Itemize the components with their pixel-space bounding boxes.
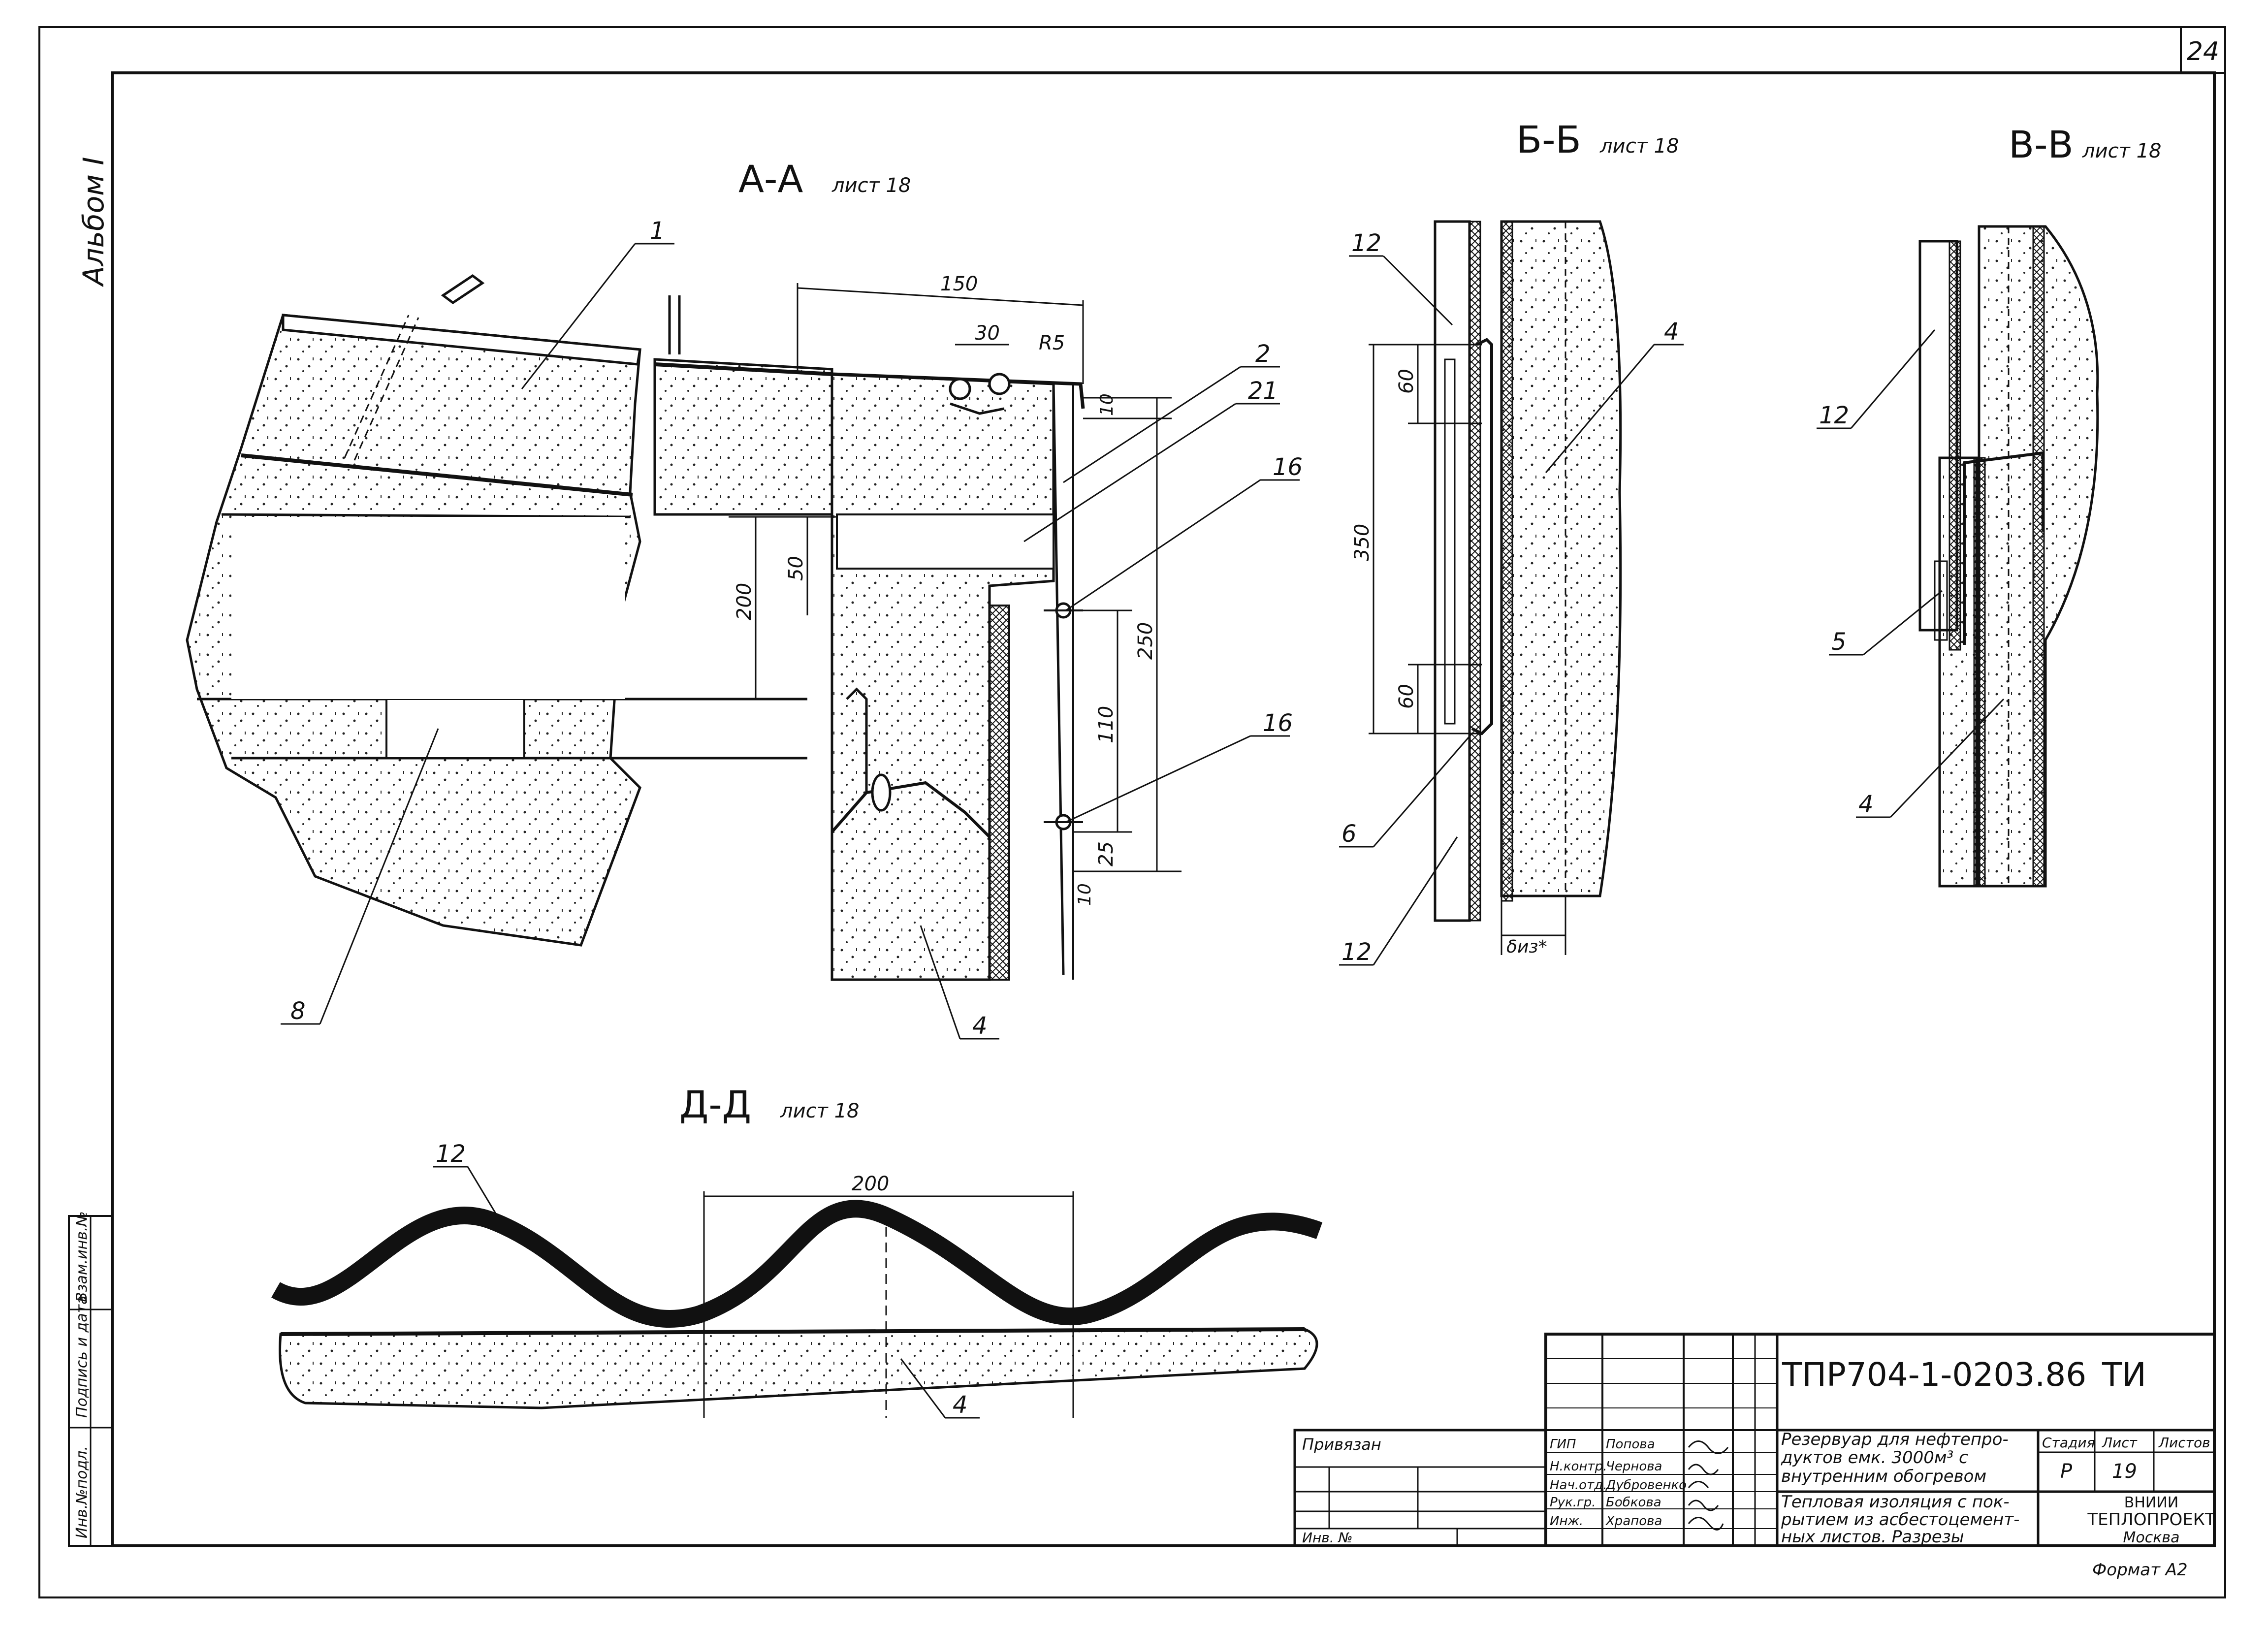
strip-inv-label: Инв.№подл. (73, 1446, 91, 1538)
name-1: Чернова (1606, 1459, 1662, 1474)
name-2: Дубровенко (1605, 1478, 1687, 1493)
format-label: Формат А2 (2092, 1560, 2188, 1580)
callout-bb-12b: 12 (1342, 938, 1372, 966)
left-strip: Инв.№подл. Подпись и дата Взам.инв.№ (68, 1211, 113, 1547)
page-number: 24 (2187, 37, 2219, 66)
dim-bb-60b: 60 (1395, 684, 1418, 709)
section-bb-ref: лист 18 (1599, 135, 1679, 158)
callout-aa-21: 21 (1248, 377, 1278, 405)
dim-aa-200: 200 (733, 583, 756, 620)
callout-aa-2: 2 (1255, 340, 1271, 368)
sheet-title-2: рытием из асбестоцемент- (1781, 1510, 2019, 1530)
doc-mark: ТИ (2102, 1356, 2146, 1394)
section-bb-title: Б-Б (1516, 118, 1581, 161)
dim-dd-200: 200 (852, 1173, 889, 1195)
inner-frame (111, 71, 2216, 1547)
object-title-1: Резервуар для нефтепро- (1781, 1430, 2009, 1449)
inv-label: Инв. № (1302, 1530, 1353, 1546)
section-aa: А-А лист 18 (186, 157, 1303, 1040)
section-vv-ref: лист 18 (2082, 140, 2161, 162)
dim-bb-60a: 60 (1395, 369, 1418, 394)
dim-aa-10b: 10 (1075, 883, 1095, 906)
org-3: Москва (2123, 1529, 2180, 1546)
album-label: Альбом I (77, 157, 110, 287)
sheets-label: Листов (2158, 1435, 2210, 1451)
section-bb: Б-Б лист 18 60 350 60 δиз* 12 4 6 12 (1339, 118, 1684, 966)
section-dd-title: Д-Д (679, 1083, 751, 1126)
callout-dd-12: 12 (436, 1140, 466, 1168)
callout-vv-5: 5 (1831, 628, 1847, 656)
dim-aa-10a: 10 (1097, 393, 1117, 416)
role-2: Нач.отд. (1550, 1478, 1607, 1493)
strip-replace-label: Взам.инв.№ (73, 1211, 91, 1302)
stage-label: Стадия (2042, 1435, 2095, 1451)
section-aa-ref: лист 18 (831, 174, 911, 197)
page-number-box (2180, 26, 2226, 74)
dim-aa-50: 50 (785, 556, 807, 581)
name-3: Бобкова (1606, 1495, 1661, 1510)
dim-aa-150: 150 (940, 273, 978, 295)
stage-value: Р (2060, 1460, 2073, 1483)
doc-code: ТПР704-1-0203.86 (1782, 1356, 2086, 1394)
sheet-title-3: ных листов. Разрезы (1781, 1527, 1964, 1547)
bound-label: Привязан (1302, 1435, 1381, 1454)
callout-vv-4: 4 (1858, 791, 1874, 818)
role-4: Инж. (1550, 1514, 1583, 1529)
org-2: ТЕПЛОПРОЕКТ (2087, 1510, 2215, 1530)
sheet-label: Лист (2102, 1435, 2138, 1451)
name-0: Попова (1606, 1437, 1655, 1452)
dim-aa-25: 25 (1095, 841, 1118, 866)
callout-aa-1: 1 (650, 217, 665, 245)
sheet-title-1: Тепловая изоляция с пок- (1781, 1492, 2010, 1512)
section-vv-title: В-В (2009, 123, 2074, 166)
role-0: ГИП (1550, 1437, 1576, 1452)
callout-aa-4: 4 (972, 1012, 988, 1040)
object-title-2: дуктов емк. 3000м³ с (1781, 1448, 1968, 1468)
dim-bb-350: 350 (1351, 524, 1374, 561)
outer-frame (38, 26, 2226, 1598)
callout-dd-4: 4 (953, 1391, 968, 1419)
signatures (1688, 1440, 1729, 1531)
callout-bb-6: 6 (1342, 820, 1357, 848)
dim-aa-30: 30 (975, 322, 1000, 345)
section-dd-ref: лист 18 (780, 1100, 859, 1122)
section-vv: В-В лист 18 12 5 4 (1817, 123, 2161, 888)
callout-vv-12: 12 (1819, 402, 1849, 429)
callout-aa-16a: 16 (1273, 453, 1303, 481)
object-title-3: внутренним обогревом (1781, 1467, 1986, 1486)
title-block: Привязан Инв. № ТПР704-1-0203.86 ТИ Резе… (1293, 1333, 2216, 1547)
name-4: Храпова (1605, 1514, 1662, 1529)
callout-aa-16b: 16 (1263, 709, 1293, 737)
sheet-value: 19 (2112, 1460, 2137, 1483)
dim-aa-110: 110 (1095, 706, 1118, 743)
dim-aa-250: 250 (1134, 622, 1157, 660)
callout-bb-4: 4 (1664, 318, 1679, 346)
dim-bb-thickness: δиз* (1506, 937, 1547, 957)
callout-bb-12a: 12 (1351, 229, 1381, 257)
section-dd: Д-Д лист 18 200 12 4 (271, 1083, 1323, 1419)
strip-sign-label: Подпись и дата (73, 1296, 91, 1418)
role-1: Н.контр. (1550, 1459, 1607, 1474)
section-aa-title: А-А (738, 157, 803, 201)
callout-aa-8: 8 (290, 997, 306, 1025)
org-1: ВНИИИ (2124, 1494, 2178, 1511)
dim-aa-r5: R5 (1039, 332, 1065, 354)
role-3: Рук.гр. (1550, 1495, 1596, 1510)
